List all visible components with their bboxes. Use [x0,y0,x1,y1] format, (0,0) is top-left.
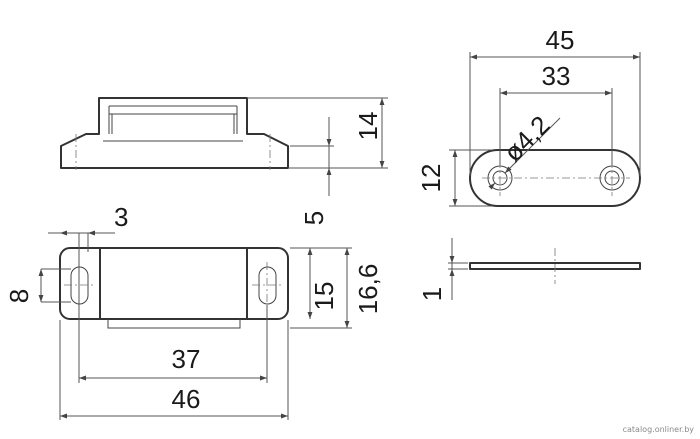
dim-label-dia-4-2: ø4,2 [498,110,556,168]
top-view-slot-right [258,266,277,305]
dim-label-3: 3 [114,202,128,232]
top-view-body [99,247,248,320]
dim-label-33: 33 [542,61,571,91]
dim-label-8: 8 [4,289,34,303]
dim-line-dia-4-2 [504,150,528,174]
top-view-lip [107,319,241,329]
dim-label-37: 37 [172,344,201,374]
front-view-outline [60,97,289,169]
dim-label-45: 45 [546,25,575,55]
dim-label-5: 5 [299,211,329,225]
dim-label-1: 1 [417,287,447,301]
counter-plate-side-view: 1 [417,238,641,301]
top-view: 3 8 15 16,6 37 46 [4,202,383,420]
dim-label-15: 15 [309,282,339,311]
front-view: 14 5 [60,97,388,225]
watermark: catalog.onliner.by [623,425,695,434]
dim-label-12: 12 [416,164,446,193]
counter-plate-view: 45 33 12 ø4,2 [416,25,641,207]
dim-label-16-6: 16,6 [353,264,383,315]
top-view-plate [59,247,289,320]
dim-label-14: 14 [353,112,383,141]
counter-plate [469,149,641,207]
front-view-inner-lines [103,105,243,142]
dim-label-46: 46 [172,384,201,414]
